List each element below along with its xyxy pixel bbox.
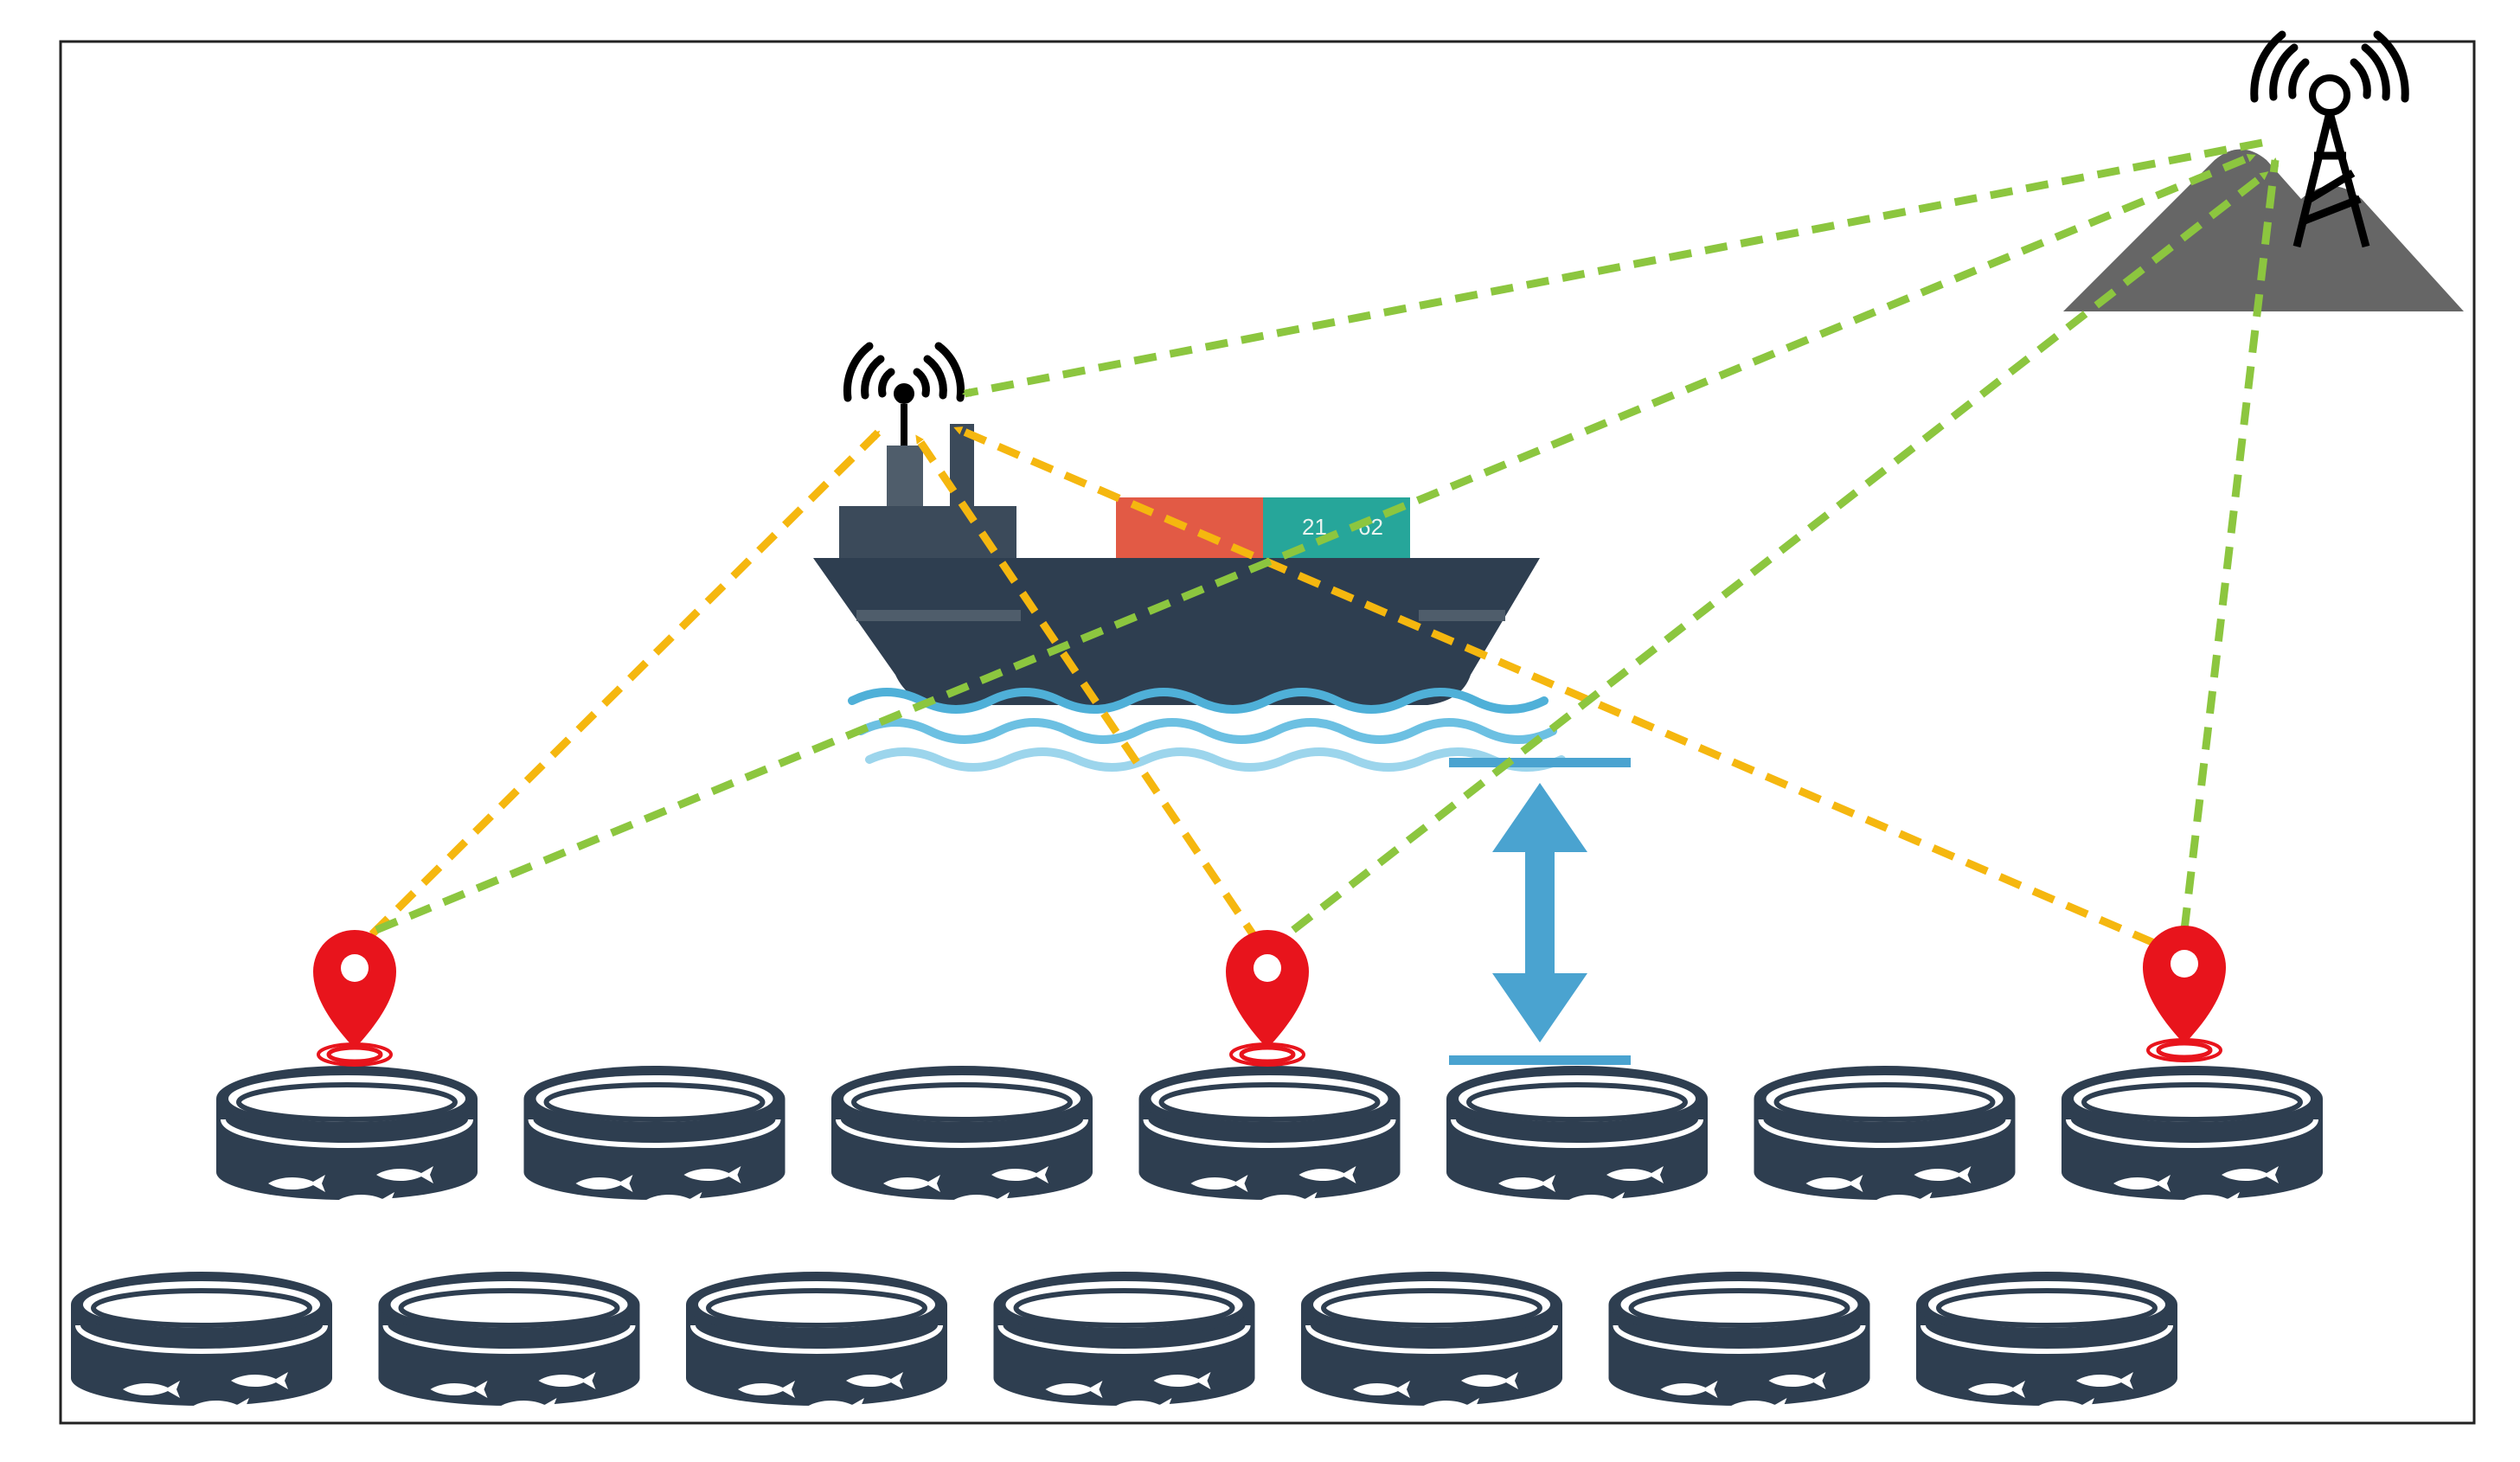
- fish-cage-icon: [1608, 1272, 1870, 1415]
- sensor-pins: [313, 926, 2226, 1067]
- fish-cage-icon: [1301, 1272, 1562, 1415]
- fish-cage-icon: [1446, 1066, 1708, 1209]
- fish-cage-icon: [993, 1272, 1255, 1415]
- figure-frame: [59, 40, 2476, 1425]
- ship-group: 21 62: [813, 342, 1566, 772]
- cell-tower-icon: [2250, 30, 2409, 248]
- water-waves: [848, 688, 1566, 772]
- fish-cage-icon: [523, 1066, 785, 1209]
- link-sensor1-ship: [369, 429, 882, 938]
- location-pin-icon: [2143, 926, 2226, 1062]
- fish-cage-icon: [71, 1272, 332, 1415]
- links: [369, 138, 2280, 947]
- link-sensor1-tower: [375, 151, 2256, 934]
- fish-cage-icon: [831, 1066, 1093, 1209]
- fish-cages: [71, 1066, 2323, 1415]
- container-teal: [1263, 497, 1410, 558]
- ship-bridge: [839, 506, 1016, 558]
- location-pin-icon: [1226, 930, 1309, 1067]
- ship-hull: [813, 558, 1540, 705]
- antenna-icon: [843, 342, 965, 448]
- link-tower-ship: [962, 138, 2263, 398]
- fish-cage-icon: [1138, 1066, 1401, 1209]
- fish-cage-icon: [1754, 1066, 2016, 1209]
- link-sensor2-ship: [914, 434, 1262, 946]
- fish-cage-icon: [216, 1066, 478, 1209]
- fish-cage-icon: [686, 1272, 947, 1415]
- ship-mast: [887, 446, 923, 506]
- range-indicator: [1449, 758, 1631, 1065]
- link-sensor3-tower: [2180, 157, 2280, 931]
- fish-cage-icon: [2062, 1066, 2323, 1209]
- fish-cage-icon: [1916, 1272, 2177, 1415]
- fish-cage-icon: [378, 1272, 640, 1415]
- link-sensor2-tower: [1291, 170, 2269, 933]
- location-pin-icon: [313, 930, 396, 1067]
